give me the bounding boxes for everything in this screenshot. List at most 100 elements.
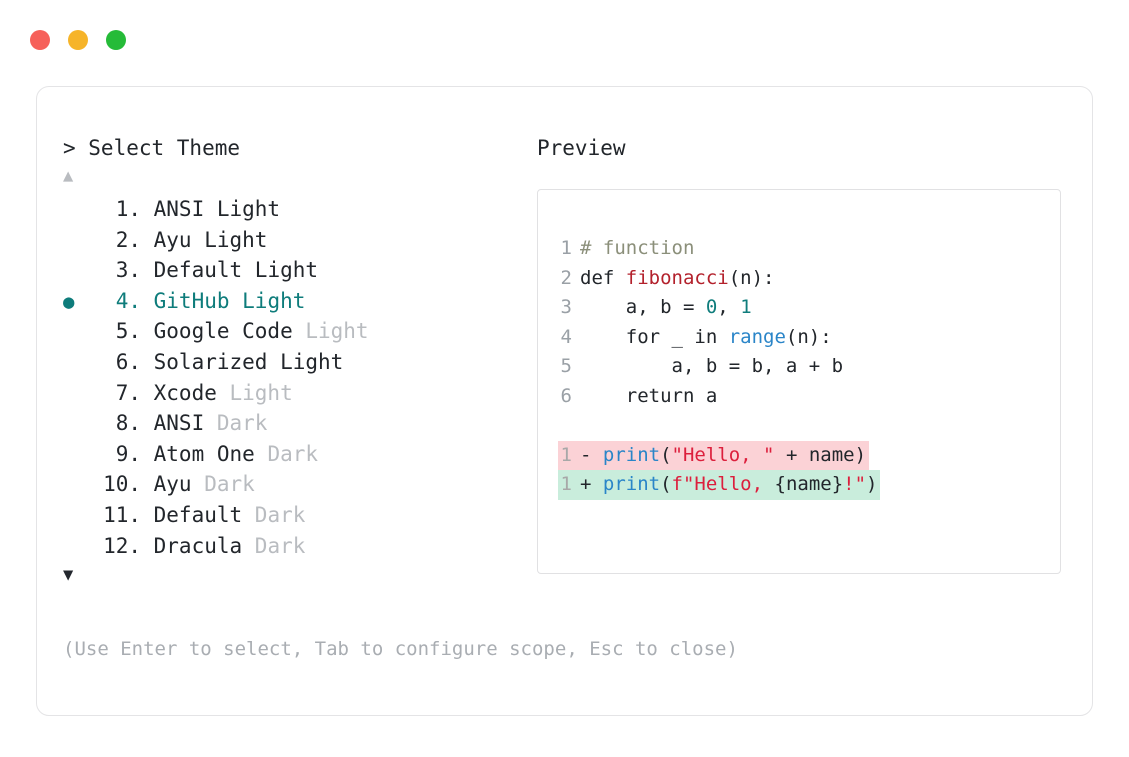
token-number: 0 <box>705 296 718 318</box>
token-plain: a, b = <box>580 296 706 318</box>
token-string: !" <box>843 473 867 495</box>
theme-item-number: 2. <box>103 227 141 252</box>
token-plain: {name} <box>774 473 844 495</box>
theme-item-number: 7. <box>103 380 141 405</box>
token-plain: + name) <box>774 443 867 466</box>
window-minimize-button[interactable] <box>68 30 88 50</box>
bullet-placeholder <box>63 257 95 287</box>
window-close-button[interactable] <box>30 30 50 50</box>
theme-item-name: GitHub <box>141 288 230 313</box>
theme-list-item[interactable]: 10. Ayu Dark <box>63 470 533 501</box>
diff-row: 1+ print(f"Hello, {name}!") <box>558 470 1060 500</box>
code-text: a, b = 0, 1 <box>572 293 752 323</box>
code-text: for _ in range(n): <box>572 323 832 353</box>
theme-item-variant: Dark <box>242 533 306 558</box>
theme-list-item[interactable]: ● 4. GitHub Light <box>63 287 533 318</box>
token-plain: (n): <box>728 266 775 289</box>
theme-item-variant: Light <box>242 258 319 283</box>
theme-item-variant: Light <box>292 319 369 344</box>
token-plain: ( <box>660 443 672 466</box>
diff-line-number: 1 <box>560 473 572 495</box>
keyboard-hint: (Use Enter to select, Tab to configure s… <box>63 638 738 660</box>
theme-item-variant: Dark <box>242 502 306 527</box>
theme-item-name: Default <box>141 502 243 527</box>
window-controls <box>30 30 126 50</box>
theme-item-number: 11. <box>103 502 141 527</box>
theme-item-number: 12. <box>103 533 141 558</box>
token-plain: return a <box>580 384 718 407</box>
code-text: return a <box>572 382 718 412</box>
code-line: 1# function <box>558 234 1060 264</box>
theme-list-item[interactable]: 8. ANSI Dark <box>63 409 533 440</box>
diff-removed-line: 1- print("Hello, " + name) <box>558 440 870 470</box>
bullet-placeholder <box>63 441 95 471</box>
theme-item-number: 5. <box>103 319 141 344</box>
bullet-placeholder <box>63 533 95 563</box>
theme-item-variant: Light <box>229 288 306 313</box>
theme-list-item[interactable]: 9. Atom One Dark <box>63 440 533 471</box>
diff-added-line: 1+ print(f"Hello, {name}!") <box>558 470 881 500</box>
bullet-placeholder <box>63 196 95 226</box>
code-line: 4 for _ in range(n): <box>558 323 1060 353</box>
scroll-down-indicator[interactable]: ▼ <box>63 565 74 586</box>
window-zoom-button[interactable] <box>106 30 126 50</box>
diff-row: 1- print("Hello, " + name) <box>558 440 1060 470</box>
token-keyword: def <box>580 266 626 289</box>
theme-list-item[interactable]: 3. Default Light <box>63 256 533 287</box>
diff-line-number: 1 <box>560 443 572 466</box>
line-number: 5 <box>560 355 572 377</box>
token-number: 1 <box>740 296 752 318</box>
theme-item-name: Ayu <box>141 227 192 252</box>
code-text: def fibonacci(n): <box>572 264 774 294</box>
theme-list-item[interactable]: 2. Ayu Light <box>63 226 533 257</box>
token-plain: ( <box>660 473 672 495</box>
token-plain: , <box>717 296 741 318</box>
theme-item-name: ANSI <box>141 411 205 436</box>
line-number: 2 <box>560 266 572 289</box>
theme-list-item[interactable]: 7. Xcode Light <box>63 379 533 410</box>
theme-item-number: 1. <box>103 197 141 221</box>
selected-bullet-icon: ● <box>63 290 75 313</box>
theme-selector-panel: > Select Theme ▲ 1. ANSI Light 2. Ayu Li… <box>63 133 533 588</box>
token-plain: a, b = b, a + b <box>580 355 844 377</box>
bullet-placeholder <box>63 227 95 257</box>
bullet-placeholder <box>63 410 95 440</box>
theme-list-item[interactable]: 11. Default Dark <box>63 501 533 532</box>
token-string: f"Hello, <box>671 473 775 495</box>
theme-item-variant: Dark <box>191 472 255 497</box>
bullet-placeholder <box>63 380 95 410</box>
code-text: a, b = b, a + b <box>572 352 844 382</box>
theme-item-number: 8. <box>103 411 141 436</box>
diff-code-text: print(f"Hello, {name}!") <box>603 470 878 500</box>
bullet-placeholder <box>63 471 95 501</box>
token-func-def: fibonacci <box>625 266 729 289</box>
token-plain: (n): <box>785 325 832 348</box>
diff-sign: - <box>580 443 603 466</box>
bullet-placeholder <box>63 349 95 379</box>
page-title: > Select Theme <box>63 136 241 160</box>
token-plain: for _ in <box>580 325 729 348</box>
preview-label: Preview <box>537 136 626 160</box>
theme-item-number: 9. <box>103 441 141 466</box>
code-blank-line <box>558 411 1060 441</box>
theme-list-item[interactable]: 6. Solarized Light <box>63 348 533 379</box>
code-text: # function <box>572 234 694 264</box>
theme-list-item[interactable]: 5. Google Code Light <box>63 317 533 348</box>
scroll-up-indicator[interactable]: ▲ <box>63 166 74 186</box>
bullet-placeholder <box>63 502 95 532</box>
theme-item-variant: Dark <box>204 411 268 436</box>
code-line: 3 a, b = 0, 1 <box>558 293 1060 323</box>
token-builtin: print <box>602 473 661 495</box>
theme-item-name: Google Code <box>141 319 293 344</box>
theme-list-item[interactable]: 1. ANSI Light <box>63 195 533 226</box>
line-number: 3 <box>560 296 572 318</box>
token-builtin: range <box>728 325 786 348</box>
line-number: 4 <box>560 325 572 348</box>
theme-item-number: 10. <box>103 472 141 497</box>
theme-list-item[interactable]: 12. Dracula Dark <box>63 532 533 563</box>
bullet-placeholder <box>63 318 95 348</box>
line-number: 1 <box>560 237 572 259</box>
theme-item-number: 3. <box>103 258 141 283</box>
